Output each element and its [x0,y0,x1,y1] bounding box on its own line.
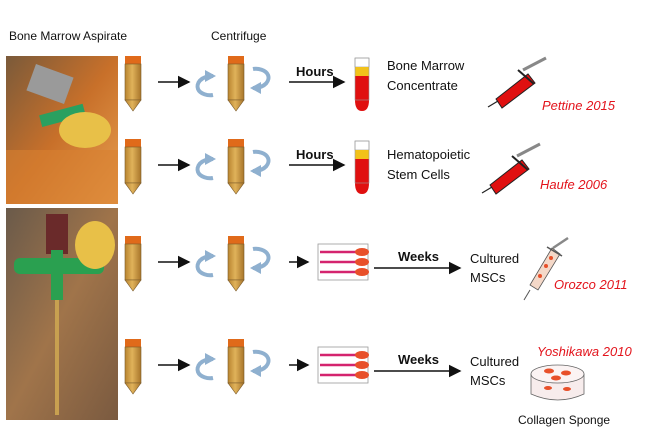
product-line: Cultured [470,354,519,369]
centrifuge-header: Centrifuge [211,29,267,43]
product-line: Hematopoietic [387,147,471,162]
product-line: Stem Cells [387,167,450,182]
syringe-icon [523,236,569,301]
centrifuge-rotation-icon [195,139,271,195]
syringe-icon [481,142,541,195]
separated-tube-icon [354,57,370,111]
collagen-sponge-icon [530,364,585,401]
tube-icon [124,236,142,292]
time-label: Hours [296,147,334,162]
time-label: Weeks [398,352,439,367]
product-line: Bone Marrow [387,58,465,73]
centrifuge-rotation-icon [195,339,271,395]
time-label: Weeks [398,249,439,264]
scaffold-label: Collagen Sponge [518,413,610,427]
culture-flask-icon [317,346,369,384]
tube-icon [124,56,142,112]
separated-tube-icon [354,140,370,194]
bone-marrow-aspirate-header: Bone Marrow Aspirate [9,29,127,43]
culture-flask-icon [317,243,369,281]
syringe-icon [487,56,547,109]
workflow-rows: Hours Bone Marrow Concentrate Pettine 20… [124,56,632,427]
workflow-row: Weeks Cultured MSCs Yoshikawa 2010 Colla… [124,339,632,427]
tube-icon [124,339,142,395]
product-line: Cultured [470,251,519,266]
aspiration-photo-bottom [6,208,118,420]
workflow-row: Hours Bone Marrow Concentrate Pettine 20… [124,56,616,113]
product-line: MSCs [470,373,506,388]
citation: Haufe 2006 [540,177,608,192]
tube-icon [124,139,142,195]
time-label: Hours [296,64,334,79]
workflow-row: Weeks Cultured MSCs Orozco 2011 [124,236,627,301]
centrifuge-rotation-icon [195,56,271,112]
centrifuge-rotation-icon [195,236,271,292]
citation: Pettine 2015 [542,98,616,113]
citation: Yoshikawa 2010 [537,344,632,359]
product-line: MSCs [470,270,506,285]
aspiration-photo-top [6,56,118,204]
citation: Orozco 2011 [554,277,627,292]
product-line: Concentrate [387,78,458,93]
workflow-row: Hours Hematopoietic Stem Cells Haufe 200… [124,139,608,195]
